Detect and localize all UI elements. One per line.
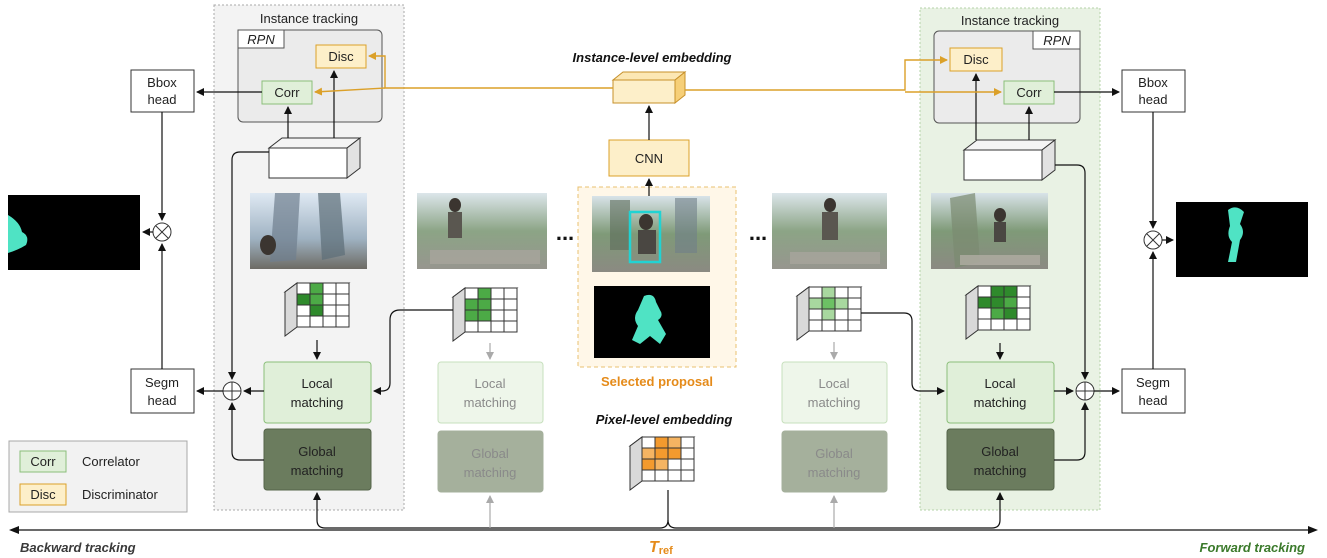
faded-left-local-matching bbox=[437, 361, 544, 424]
left-bbox-line2: head bbox=[148, 92, 177, 107]
ellipsis-left: ... bbox=[556, 220, 574, 245]
right-bbox-line1: Bbox bbox=[1138, 75, 1168, 90]
right-segm-line2: head bbox=[1139, 393, 1168, 408]
instance-embedding-label: Instance-level embedding bbox=[573, 50, 732, 65]
forward-tracking-label: Forward tracking bbox=[1200, 540, 1306, 555]
faded-left-grid bbox=[451, 287, 519, 342]
left-segm-line1: Segm bbox=[145, 375, 179, 390]
legend-disc-text: Discriminator bbox=[82, 487, 159, 502]
left-add-icon bbox=[222, 381, 242, 401]
left-local-matching bbox=[263, 361, 372, 424]
left-frame-image bbox=[250, 193, 367, 269]
faded-right-global-line2: matching bbox=[808, 465, 861, 480]
right-panel-title: Instance tracking bbox=[961, 13, 1059, 28]
faded-left-global-matching bbox=[437, 430, 544, 493]
right-feature-box bbox=[962, 138, 1057, 182]
left-green-grid bbox=[283, 282, 351, 337]
ellipsis-right: ... bbox=[749, 220, 767, 245]
pixel-embedding-grid bbox=[628, 436, 696, 491]
left-local-line1: Local bbox=[301, 376, 332, 391]
left-disc-box bbox=[315, 44, 367, 69]
left-panel-title: Instance tracking bbox=[260, 11, 358, 26]
faded-right-local-matching bbox=[781, 361, 888, 424]
faded-left-frame-image bbox=[417, 193, 547, 269]
reference-frame-image bbox=[592, 196, 710, 272]
legend-corr-key: Corr bbox=[30, 454, 56, 469]
faded-left-local-line1: Local bbox=[474, 376, 505, 391]
left-rpn-tab bbox=[237, 29, 285, 49]
right-global-line1: Global bbox=[981, 444, 1019, 459]
right-mask-output bbox=[1176, 202, 1308, 277]
right-corr-label: Corr bbox=[1016, 85, 1042, 100]
faded-right-global-line1: Global bbox=[815, 446, 853, 461]
right-disc-box bbox=[949, 47, 1003, 72]
faded-left-global-line1: Global bbox=[471, 446, 509, 461]
right-bbox-head bbox=[1121, 69, 1186, 113]
tref-label: Tref bbox=[649, 539, 673, 557]
faded-right-grid bbox=[795, 286, 863, 341]
faded-left-global-line2: matching bbox=[464, 465, 517, 480]
cnn-box bbox=[608, 139, 690, 177]
faded-right-local-line1: Local bbox=[818, 376, 849, 391]
right-global-line2: matching bbox=[974, 463, 1027, 478]
selected-proposal-label: Selected proposal bbox=[601, 374, 713, 389]
faded-right-local-line2: matching bbox=[808, 395, 861, 410]
left-feature-box bbox=[267, 136, 362, 180]
reference-mask-image bbox=[594, 286, 710, 358]
backward-tracking-label: Backward tracking bbox=[20, 540, 136, 555]
right-segm-line1: Segm bbox=[1136, 375, 1170, 390]
left-segm-line2: head bbox=[148, 393, 177, 408]
left-multiply-icon bbox=[152, 222, 172, 242]
left-disc-label: Disc bbox=[328, 49, 354, 64]
right-frame-image bbox=[931, 193, 1048, 269]
right-disc-label: Disc bbox=[963, 52, 989, 67]
legend-disc-swatch bbox=[19, 483, 67, 506]
faded-left-local-line2: matching bbox=[464, 395, 517, 410]
right-bbox-line2: head bbox=[1139, 92, 1168, 107]
left-bbox-head bbox=[130, 69, 195, 113]
faded-right-frame-image bbox=[772, 193, 887, 269]
left-corr-label: Corr bbox=[274, 85, 300, 100]
legend-disc-key: Disc bbox=[30, 487, 56, 502]
selected-proposal-bbox bbox=[628, 210, 662, 264]
right-multiply-icon bbox=[1143, 230, 1163, 250]
right-local-line1: Local bbox=[984, 376, 1015, 391]
pixel-embedding-label: Pixel-level embedding bbox=[596, 412, 733, 427]
right-green-grid bbox=[964, 285, 1032, 340]
legend-corr-swatch bbox=[19, 450, 67, 473]
right-local-matching bbox=[946, 361, 1055, 424]
right-rpn-label: RPN bbox=[1043, 33, 1071, 48]
left-global-matching bbox=[263, 428, 372, 491]
right-global-matching bbox=[946, 428, 1055, 491]
legend-corr-text: Correlator bbox=[82, 454, 140, 469]
left-local-line2: matching bbox=[291, 395, 344, 410]
cnn-label: CNN bbox=[635, 151, 663, 166]
right-rpn-tab bbox=[1032, 30, 1081, 50]
left-global-line1: Global bbox=[298, 444, 336, 459]
left-bbox-line1: Bbox bbox=[147, 75, 177, 90]
instance-embedding-block bbox=[611, 70, 687, 105]
right-local-line2: matching bbox=[974, 395, 1027, 410]
left-rpn-label: RPN bbox=[247, 32, 275, 47]
right-add-icon bbox=[1075, 381, 1095, 401]
left-mask-output bbox=[8, 195, 140, 270]
faded-right-global-matching bbox=[781, 430, 888, 493]
left-global-line2: matching bbox=[291, 463, 344, 478]
left-segm-head bbox=[130, 368, 195, 414]
